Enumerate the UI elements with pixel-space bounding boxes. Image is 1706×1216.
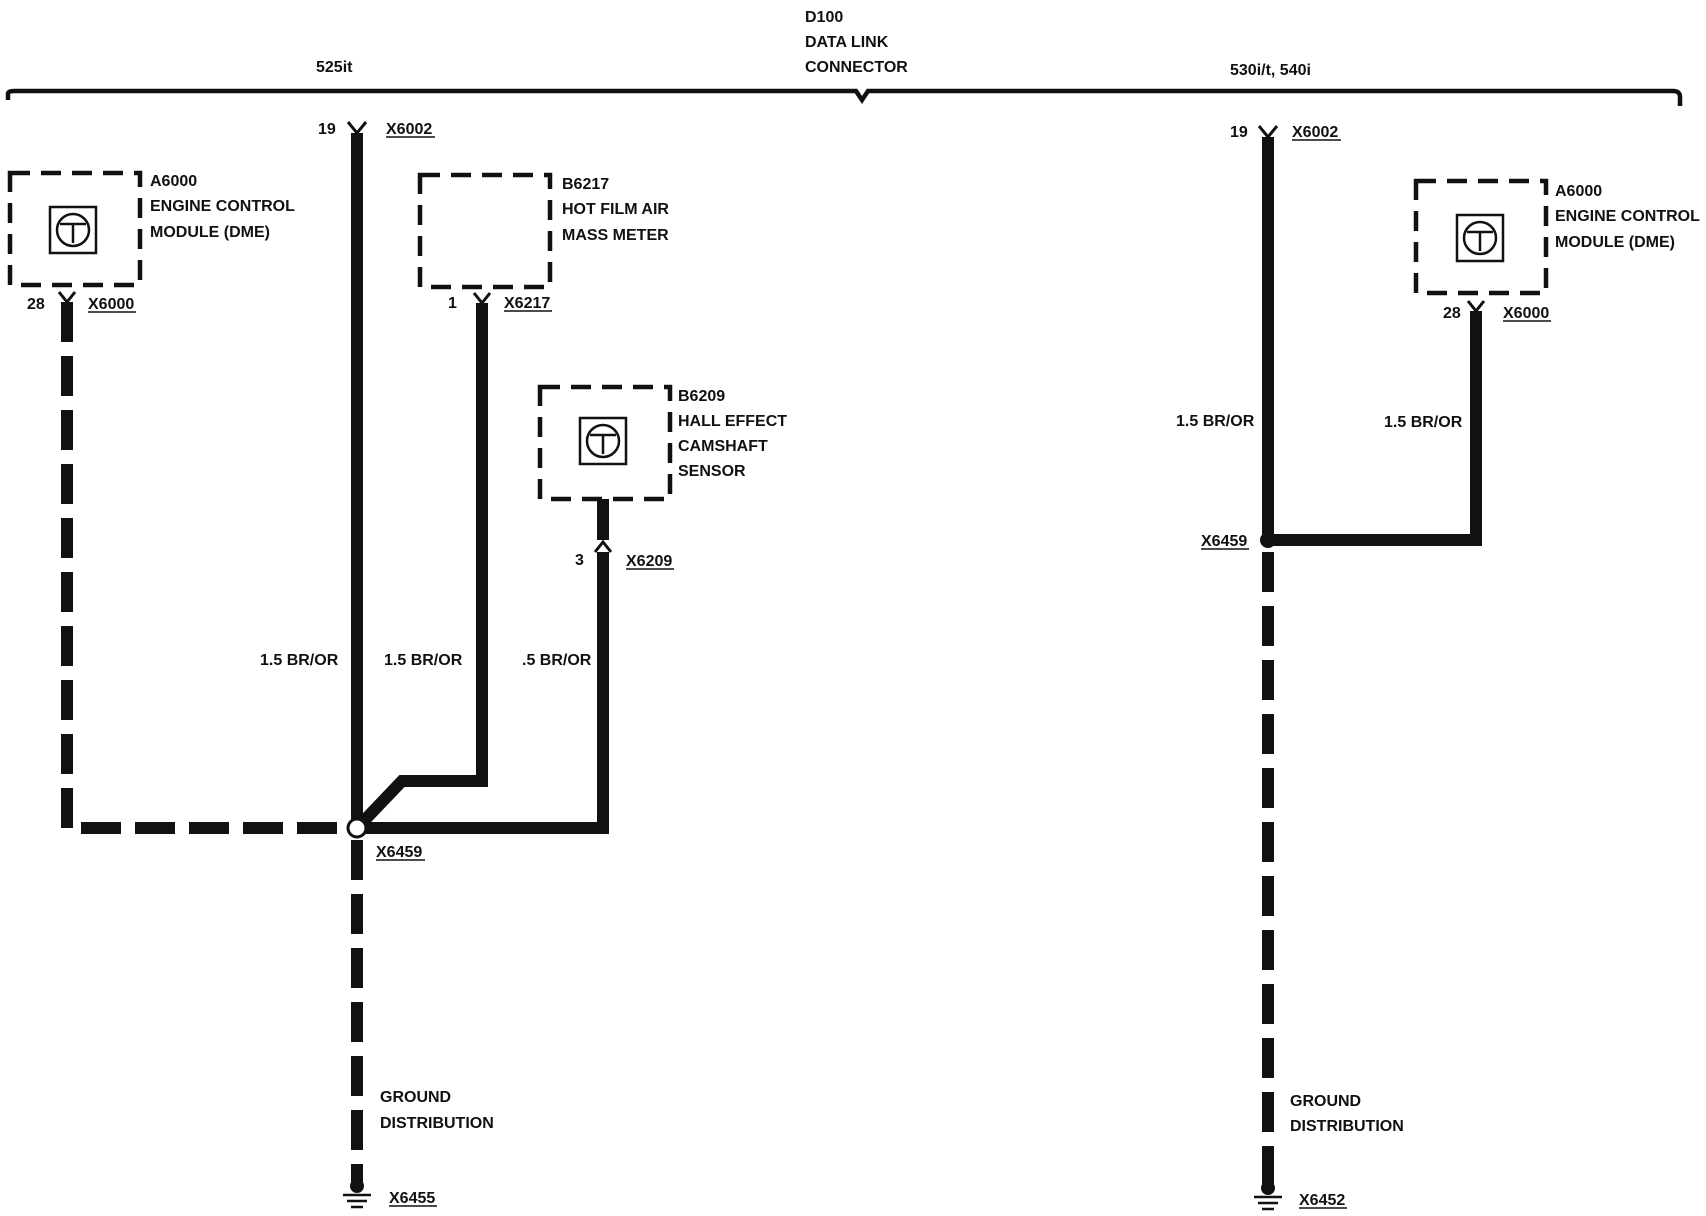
connector-arrow-icon bbox=[1466, 300, 1486, 314]
right-ecm-wire-label: 1.5 BR/OR bbox=[1384, 414, 1463, 431]
right-ecm-name-line1: ENGINE CONTROL bbox=[1555, 208, 1700, 225]
splice-node-icon bbox=[346, 817, 368, 839]
left-ecm-box bbox=[7, 170, 143, 288]
left-dlc-connector: X6002 bbox=[386, 121, 432, 138]
right-dlc-pin: 19 bbox=[1230, 124, 1248, 141]
right-dlc-connector: X6002 bbox=[1292, 124, 1338, 141]
sensor-symbol-icon bbox=[48, 205, 98, 255]
left-cam-name-line1: HALL EFFECT bbox=[678, 413, 787, 430]
connector-id: D100 bbox=[805, 9, 843, 26]
left-dlc-pin: 19 bbox=[318, 121, 336, 138]
left-ecm-name-line2: MODULE (DME) bbox=[150, 224, 270, 241]
left-maf-id: B6217 bbox=[562, 176, 609, 193]
left-cam-connector: X6209 bbox=[626, 553, 672, 570]
connector-arrow-icon bbox=[1257, 125, 1279, 140]
right-ground-connector: X6452 bbox=[1299, 1192, 1345, 1209]
left-circuit: 19 X6002 1.5 BR/OR A6000 ENGINE CONTROL … bbox=[7, 121, 787, 1209]
connector-arrow-icon bbox=[593, 539, 613, 553]
variant-right-label: 530i/t, 540i bbox=[1230, 62, 1311, 79]
left-cam-wire bbox=[357, 552, 609, 834]
left-maf-connector: X6217 bbox=[504, 295, 550, 312]
left-maf-pin: 1 bbox=[448, 295, 457, 312]
connector-name-line2: CONNECTOR bbox=[805, 59, 908, 76]
right-ecm-wire bbox=[1268, 311, 1482, 546]
left-cam-name-line2: CAMSHAFT bbox=[678, 438, 768, 455]
sensor-symbol-icon bbox=[1455, 213, 1505, 263]
left-cam-id: B6209 bbox=[678, 388, 725, 405]
right-splice-label: X6459 bbox=[1201, 533, 1247, 550]
right-ecm-box bbox=[1413, 178, 1549, 296]
data-link-connector-bus bbox=[5, 88, 1683, 106]
right-ground-line2: DISTRIBUTION bbox=[1290, 1118, 1404, 1135]
sensor-symbol-icon bbox=[578, 416, 628, 466]
right-ecm-connector: X6000 bbox=[1503, 305, 1549, 322]
right-ground-line1: GROUND bbox=[1290, 1093, 1361, 1110]
left-maf-box bbox=[417, 172, 553, 290]
left-maf-wire bbox=[354, 303, 488, 831]
right-ecm-pin: 28 bbox=[1443, 305, 1461, 322]
connector-arrow-icon bbox=[57, 291, 77, 305]
left-ecm-name-line1: ENGINE CONTROL bbox=[150, 198, 295, 215]
right-ecm-name-line2: MODULE (DME) bbox=[1555, 234, 1675, 251]
left-maf-wire-label: 1.5 BR/OR bbox=[384, 652, 463, 669]
left-splice-label: X6459 bbox=[376, 844, 422, 861]
right-circuit: 19 X6002 1.5 BR/OR A6000 ENGINE CONTROL … bbox=[1176, 124, 1700, 1211]
left-ecm-connector: X6000 bbox=[88, 296, 134, 313]
ground-symbol-icon bbox=[1254, 1181, 1282, 1211]
left-ground-line2: DISTRIBUTION bbox=[380, 1115, 494, 1132]
left-ecm-id: A6000 bbox=[150, 173, 197, 190]
connector-arrow-icon bbox=[472, 292, 492, 306]
left-cam-box bbox=[537, 384, 673, 502]
connector-arrow-icon bbox=[346, 121, 368, 136]
variant-left-label: 525it bbox=[316, 59, 353, 76]
left-ecm-wire bbox=[61, 302, 357, 834]
left-ground-line1: GROUND bbox=[380, 1089, 451, 1106]
left-ecm-pin: 28 bbox=[27, 296, 45, 313]
connector-name-line1: DATA LINK bbox=[805, 34, 889, 51]
right-ecm-id: A6000 bbox=[1555, 183, 1602, 200]
left-maf-name-line1: HOT FILM AIR bbox=[562, 201, 669, 218]
left-cam-name-line3: SENSOR bbox=[678, 463, 746, 480]
left-cam-pin: 3 bbox=[575, 552, 584, 569]
left-maf-name-line2: MASS METER bbox=[562, 227, 669, 244]
splice-node-icon bbox=[1260, 532, 1276, 548]
right-dlc-wire-label: 1.5 BR/OR bbox=[1176, 413, 1255, 430]
ground-symbol-icon bbox=[343, 1179, 371, 1209]
left-dlc-wire-label: 1.5 BR/OR bbox=[260, 652, 339, 669]
left-ground-connector: X6455 bbox=[389, 1190, 435, 1207]
left-cam-wire-label: .5 BR/OR bbox=[522, 652, 592, 669]
